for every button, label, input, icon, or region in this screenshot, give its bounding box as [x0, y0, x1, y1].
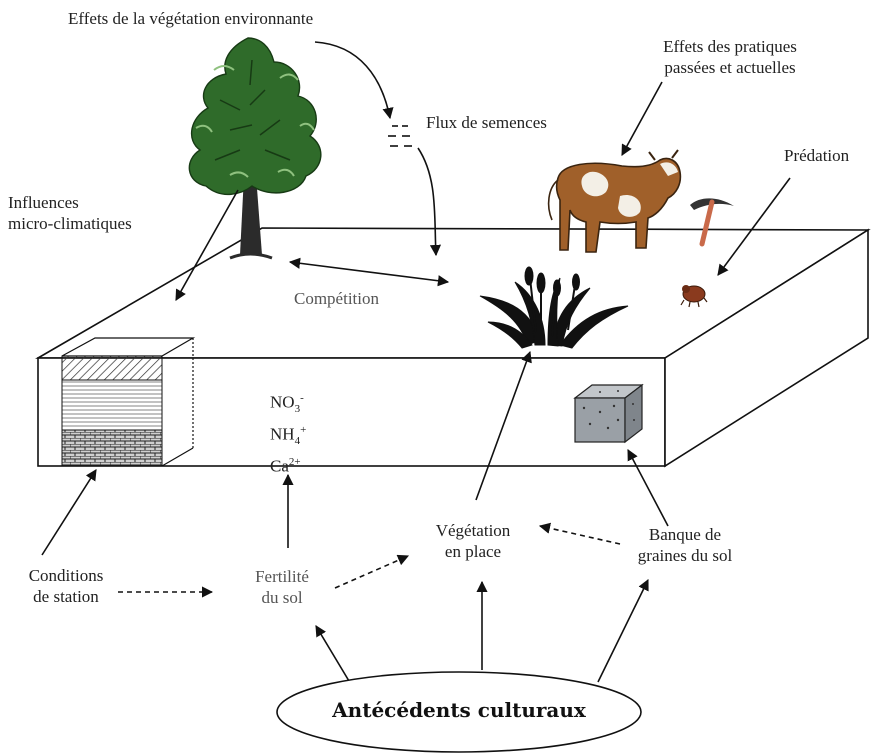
slab-side-face: [664, 228, 869, 468]
arrow-vegetation-seedflux: [314, 41, 394, 120]
label-vegetation-line1: Végétation: [435, 521, 511, 540]
vegetation-clump-icon: [479, 266, 629, 349]
arrow-practices-cow: [621, 81, 663, 156]
label-microclimate: Influences micro-climatiques: [8, 192, 132, 234]
arrow-root-fertility: [315, 625, 353, 687]
label-practices-line1: Effets des pratiques: [663, 37, 797, 56]
label-competition: Compétition: [294, 289, 379, 308]
label-conditions-line1: Conditions: [28, 566, 104, 585]
arrow-seedbank-vegetation: [538, 522, 621, 545]
soil-profile: [61, 337, 196, 467]
arrow-tree-soil: [175, 189, 239, 301]
label-seed-bank: Banque de graines du sol: [610, 524, 760, 566]
nutrient-list: NO3- NH4+ Ca2+: [270, 388, 306, 477]
nutrient-nh4: NH4+: [270, 424, 307, 448]
nutrient-no3: NO3-: [270, 392, 304, 416]
arrows: [41, 41, 791, 687]
label-predation: Prédation: [784, 146, 850, 165]
label-practices: Effets des pratiques passées et actuelle…: [620, 36, 840, 78]
root-ellipse: [276, 671, 642, 753]
seed-bank-cube: [573, 383, 644, 444]
label-microclimate-line1: Influences: [8, 193, 79, 212]
arrow-competition: [288, 257, 450, 287]
predator-icon: [680, 285, 708, 308]
cow-icon: [547, 149, 682, 253]
label-fertility-line1: Fertilité: [255, 567, 309, 586]
arrow-root-seedbank: [597, 578, 649, 683]
label-vegetation-line2: en place: [444, 542, 502, 561]
label-seed-flux: Flux de semences: [426, 113, 547, 132]
arrow-seedflux-vegetation: [417, 147, 442, 257]
label-conditions-line2: de station: [33, 587, 99, 606]
arrow-vegetation-plants: [475, 350, 532, 501]
arrow-fertility-vegetation: [334, 554, 410, 589]
label-practices-line2: passées et actuelles: [664, 58, 796, 77]
label-seedbank-line1: Banque de: [648, 525, 722, 544]
arrow-conditions-profile: [41, 469, 97, 556]
label-vegetation-in-place: Végétation en place: [408, 520, 538, 562]
label-fertility-line2: du sol: [261, 588, 303, 607]
label-soil-fertility: Fertilité du sol: [232, 566, 332, 608]
label-vegetation-effects: Effets de la végétation environnante: [68, 9, 314, 28]
pickaxe-icon: [690, 198, 734, 247]
arrow-predation: [717, 177, 791, 276]
arrow-seedbank-cube: [627, 449, 669, 527]
label-seedbank-line2: graines du sol: [637, 546, 733, 565]
seed-flux-marks: [388, 125, 412, 147]
label-microclimate-line2: micro-climatiques: [8, 214, 132, 233]
label-cultural-history: Antécédents culturaux: [332, 698, 586, 722]
nutrient-ca: Ca2+: [270, 456, 301, 476]
label-site-conditions: Conditions de station: [8, 565, 124, 607]
tree-icon: [188, 37, 322, 260]
